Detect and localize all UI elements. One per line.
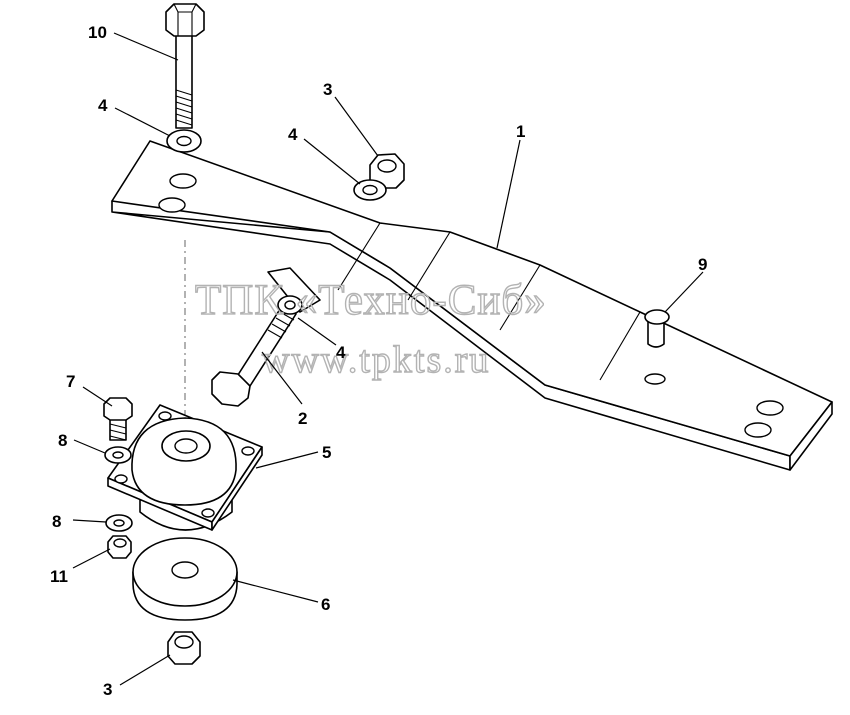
callout-3-top: 3 (323, 80, 332, 99)
callout-4-center: 4 (288, 125, 298, 144)
small-nut-part (107, 535, 132, 559)
bracket-hole-right-top (756, 400, 784, 416)
callout-9: 9 (698, 255, 707, 274)
bracket-hole-left-top (169, 173, 197, 189)
long-bolt-part (165, 3, 205, 129)
callout-8-lower: 8 (52, 512, 61, 531)
washer-top-right-part (353, 179, 387, 201)
washer-top-part (166, 129, 202, 153)
leader-lines (72, 32, 704, 686)
callout-4-top: 4 (98, 96, 108, 115)
watermark-url: www.tpkts.ru (262, 339, 490, 381)
pin-part (644, 309, 670, 348)
callout-2: 2 (298, 409, 307, 428)
bracket-hole-middle (644, 373, 666, 385)
large-washer-part (132, 537, 238, 621)
washer-middle-part (277, 295, 303, 315)
bracket-strip-part (111, 140, 833, 471)
callout-6: 6 (321, 595, 330, 614)
callout-8-upper: 8 (58, 431, 67, 450)
callout-7: 7 (66, 372, 75, 391)
nut-bottom-part (167, 631, 201, 665)
callout-5: 5 (322, 443, 331, 462)
rubber-mount-part (107, 404, 263, 531)
callout-1: 1 (516, 122, 525, 141)
bracket-hole-left-bottom (158, 197, 186, 213)
washer-lower-part (105, 514, 133, 532)
watermark-company: ТПК «Техно-Сиб» (195, 277, 547, 324)
washer-upper-part (104, 446, 132, 464)
nut-top-part (369, 153, 405, 189)
bracket-hole-right-bottom (744, 422, 772, 438)
callout-3-bottom: 3 (103, 680, 112, 699)
callout-11: 11 (50, 567, 68, 586)
callout-10: 10 (88, 23, 107, 42)
small-bolt-part (103, 397, 133, 441)
bolt-middle-part (211, 305, 297, 407)
callout-4-mid: 4 (336, 343, 346, 362)
